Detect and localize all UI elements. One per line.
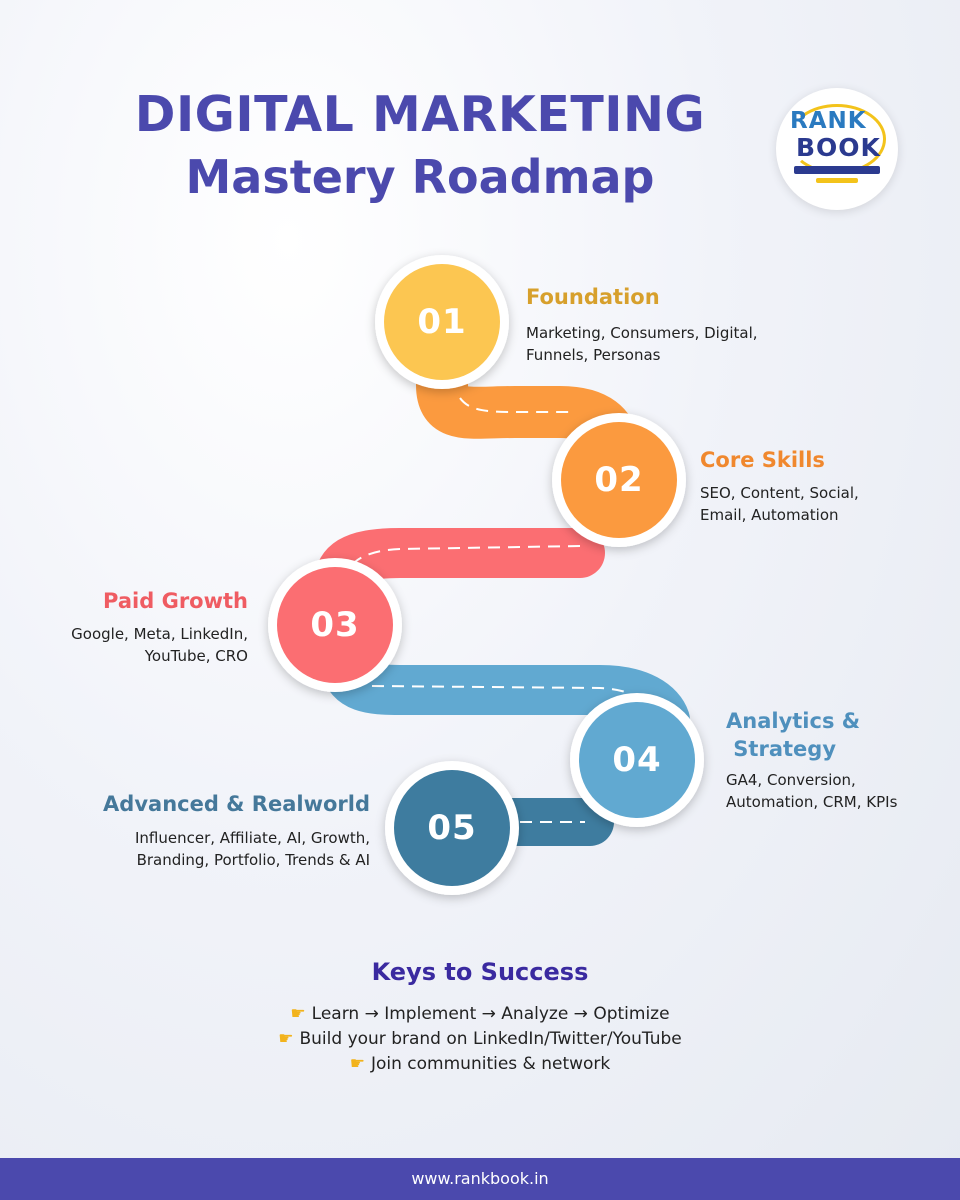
keys-item-1: ☛Learn → Implement → Analyze → Optimize: [290, 1004, 670, 1024]
step-number-03: 03: [310, 605, 360, 645]
step-title-04: Analytics & Strategy: [726, 709, 861, 761]
page-title-line2: Mastery Roadmap: [185, 150, 655, 204]
rankbook-logo: RANK BOOK: [776, 88, 898, 210]
logo-word-book: BOOK: [796, 133, 881, 162]
keys-title: Keys to Success: [371, 958, 589, 986]
step-circle-05: [385, 761, 519, 895]
step-title-03: Paid Growth: [103, 589, 248, 613]
step-desc-01: Marketing, Consumers, Digital, Funnels, …: [526, 324, 758, 364]
step-number-02: 02: [594, 460, 644, 500]
keys-item-2: ☛Build your brand on LinkedIn/Twitter/Yo…: [278, 1029, 682, 1049]
step-number-01: 01: [417, 302, 467, 342]
logo-subtag-bar: [816, 178, 858, 183]
step-circle-04: [570, 693, 704, 827]
pointing-hand-icon: ☛: [349, 1054, 365, 1074]
logo-word-rank: RANK: [790, 108, 867, 134]
keys-item-3: ☛Join communities & network: [349, 1054, 611, 1074]
step-circle-01: [375, 255, 509, 389]
keys-list: ☛Learn → Implement → Analyze → Optimize …: [0, 1002, 960, 1077]
step-number-05: 05: [427, 808, 477, 848]
step-title-05: Advanced & Realworld: [103, 792, 370, 816]
step-circle-03: [268, 558, 402, 692]
footer-url[interactable]: www.rankbook.in: [0, 1158, 960, 1200]
step-circle-02: [552, 413, 686, 547]
step-desc-04: GA4, Conversion, Automation, CRM, KPIs: [726, 771, 898, 811]
step-title-01: Foundation: [526, 285, 660, 309]
step-number-04: 04: [612, 740, 662, 780]
pointing-hand-icon: ☛: [290, 1004, 306, 1024]
step-desc-05: Influencer, Affiliate, AI, Growth, Brand…: [134, 829, 370, 869]
step-desc-03: Google, Meta, LinkedIn, YouTube, CRO: [71, 625, 248, 665]
step-desc-02: SEO, Content, Social, Email, Automation: [700, 484, 859, 524]
logo-tagline-bar: [794, 166, 880, 174]
pointing-hand-icon: ☛: [278, 1029, 294, 1049]
page-title-line1: DIGITAL MARKETING: [134, 86, 706, 143]
step-title-02: Core Skills: [700, 448, 825, 472]
